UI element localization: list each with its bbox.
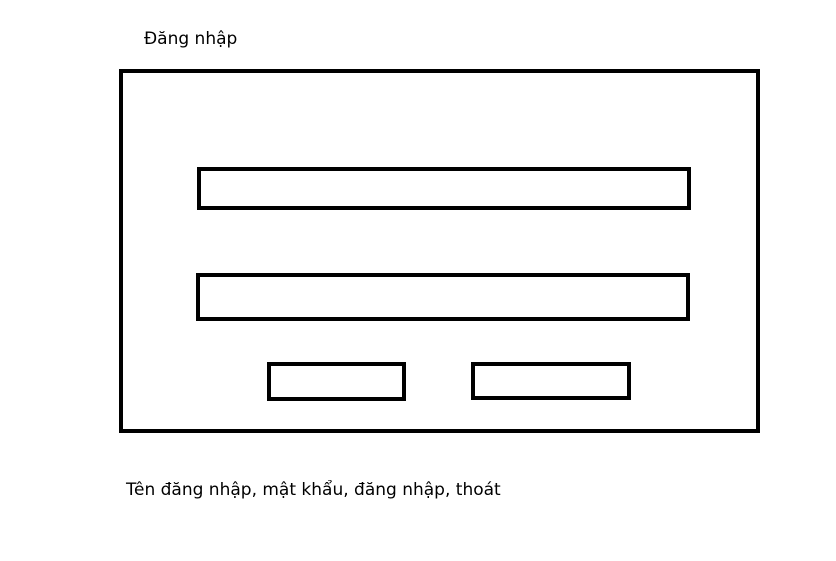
wireframe-caption: Tên đăng nhập, mật khẩu, đăng nhập, thoá… [126,480,501,500]
password-field[interactable] [196,273,690,321]
login-button[interactable] [267,362,406,401]
exit-button[interactable] [471,362,631,400]
username-field[interactable] [197,167,691,210]
login-form-frame [119,69,760,433]
page-title: Đăng nhập [144,29,238,49]
